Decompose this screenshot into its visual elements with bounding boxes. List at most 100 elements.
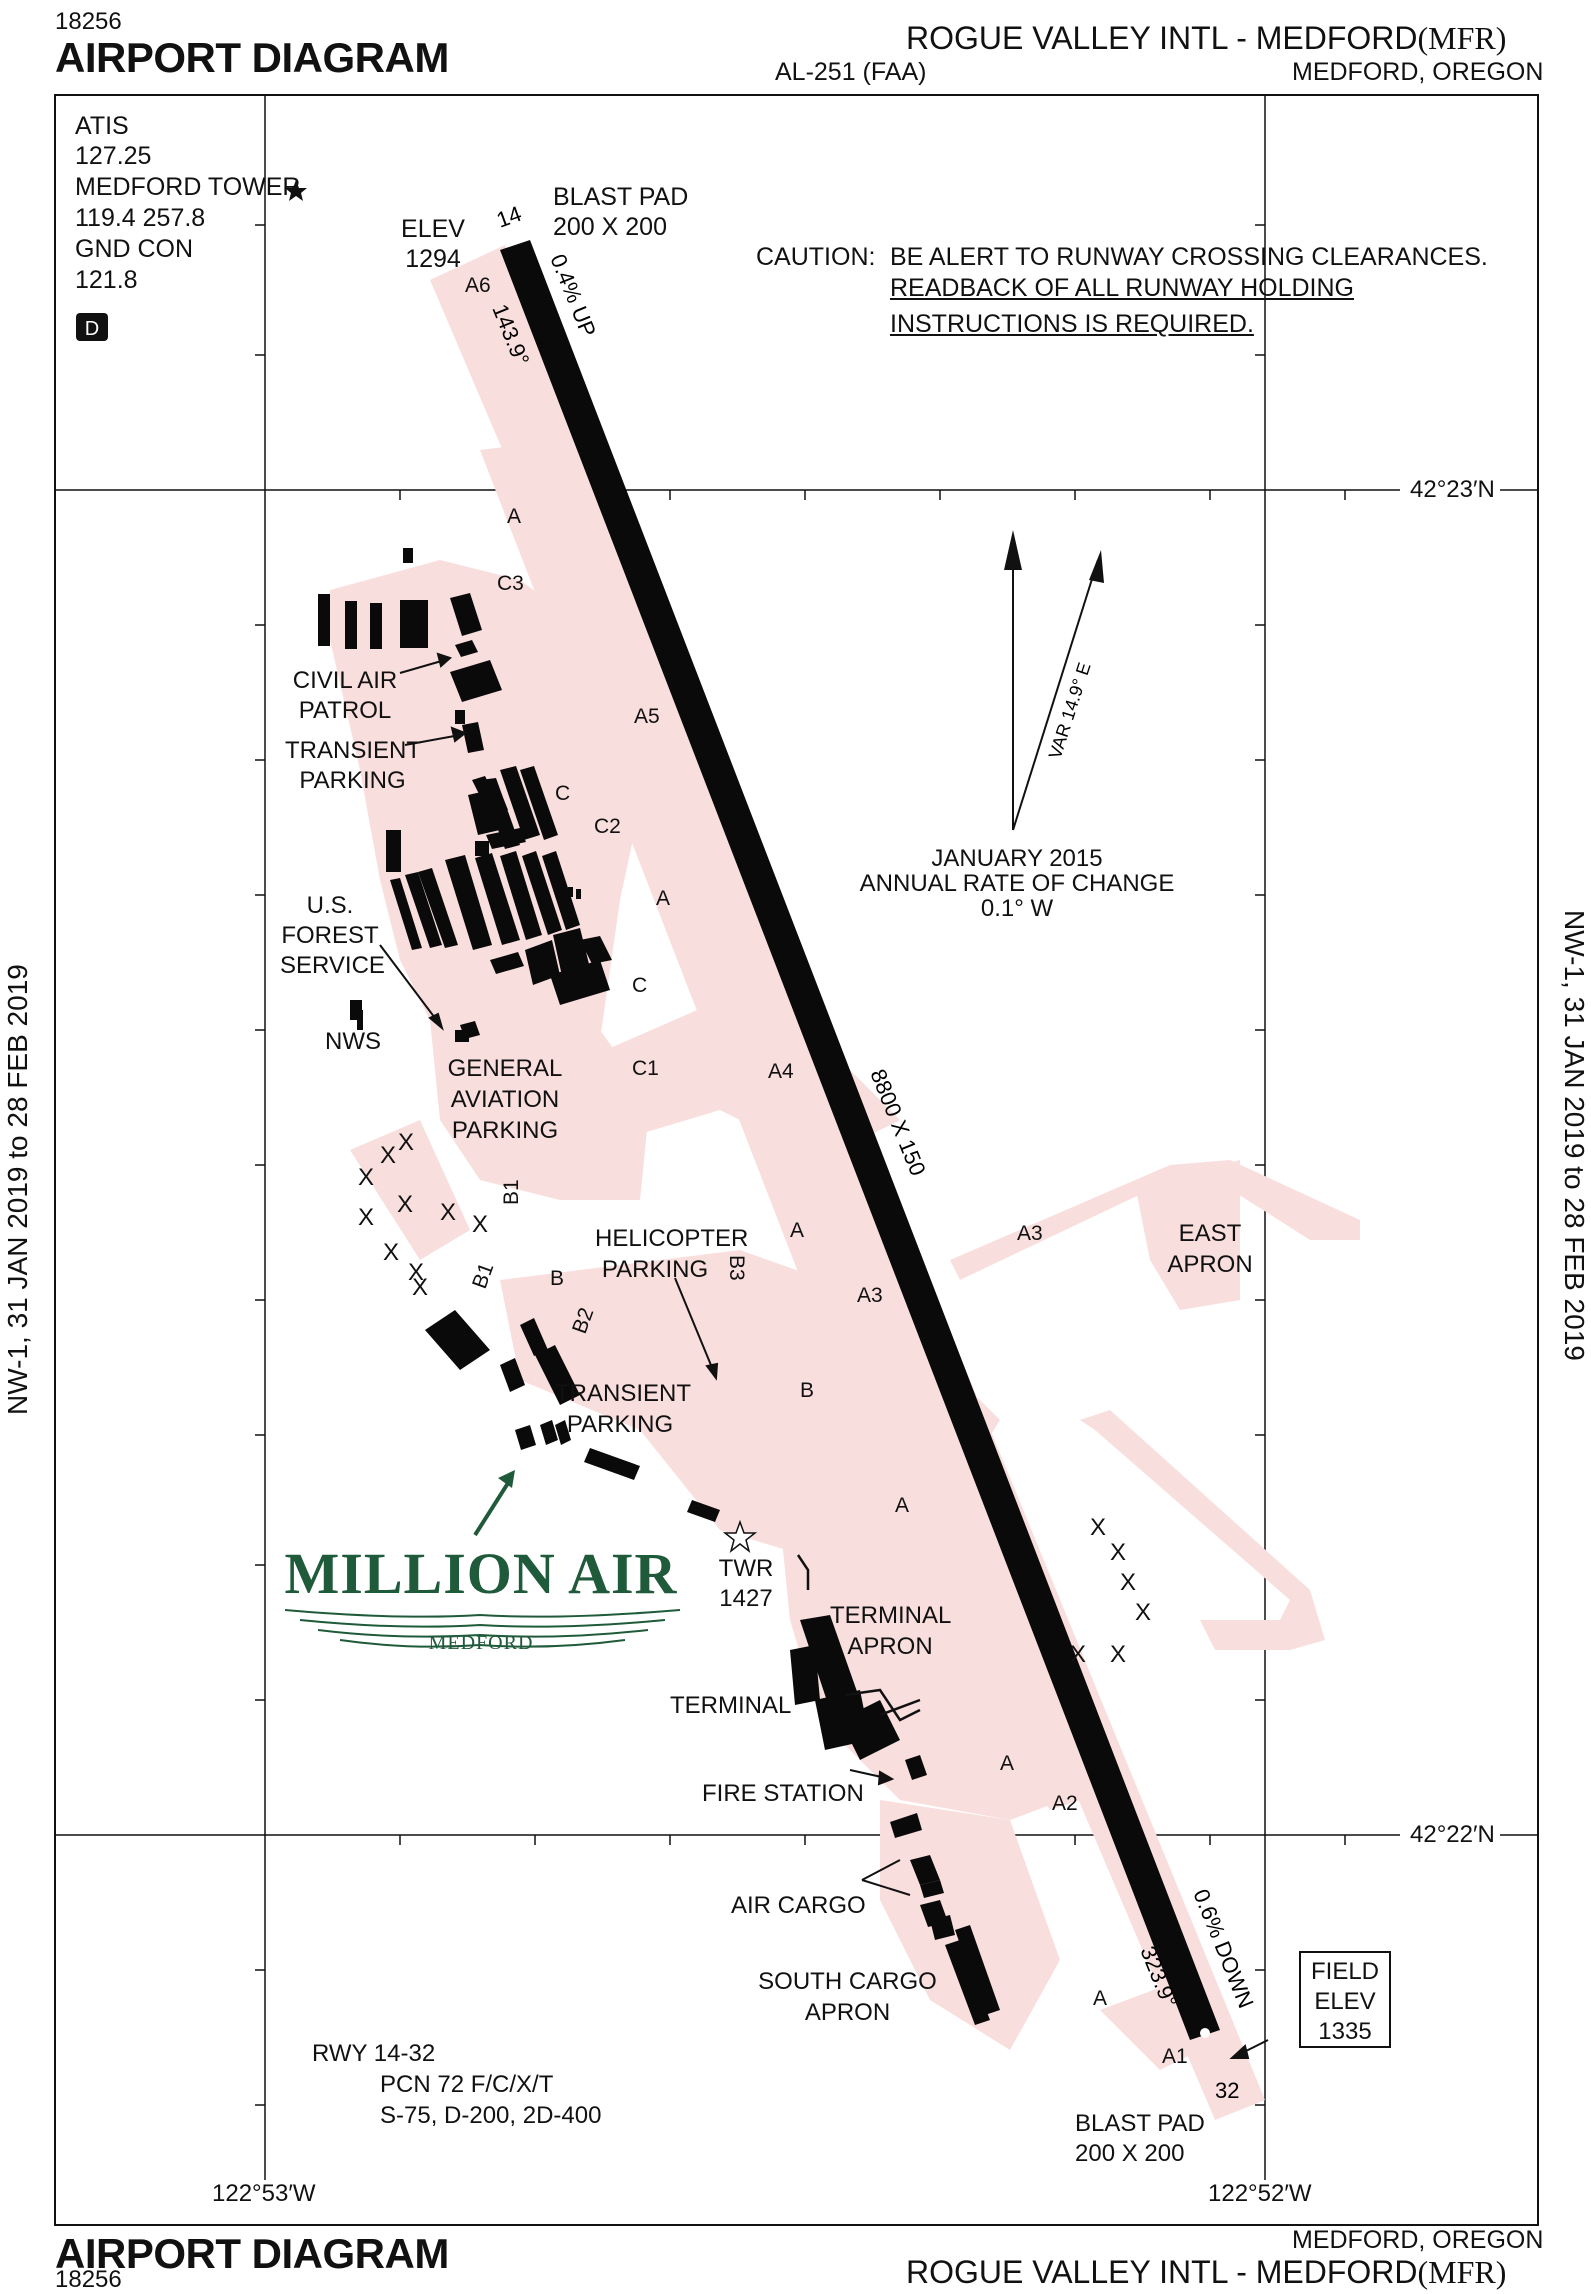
footer-airport-name: ROGUE VALLEY INTL - MEDFORD(MFR) <box>906 2254 1507 2290</box>
fire-station-label: FIRE STATION <box>702 1780 864 1807</box>
runway-strength: S-75, D-200, 2D-400 <box>380 2102 602 2129</box>
tower-star-small <box>285 180 307 201</box>
heli-parking-label-2: PARKING <box>601 1256 709 1283</box>
field-elev-label-1: FIELD <box>1310 1958 1379 1985</box>
tower-label-map: TWR <box>718 1555 774 1582</box>
magnetic-rate-label: ANNUAL RATE OF CHANGE <box>859 870 1175 897</box>
taxiway-label: A5 <box>634 705 660 728</box>
elev-north-label: ELEV <box>401 215 465 243</box>
svg-text:X: X <box>408 1259 424 1286</box>
terminal-apron-label-2: APRON <box>847 1633 933 1660</box>
leader-arrows <box>379 652 1269 2059</box>
nws-label: NWS <box>325 1028 381 1055</box>
svg-text:X: X <box>383 1239 399 1266</box>
terminal-apron-label-1: TERMINAL <box>830 1602 952 1629</box>
taxiway-label: C3 <box>497 572 524 595</box>
forest-service-label-1: U.S. <box>306 892 354 919</box>
caution-line-2: READBACK OF ALL RUNWAY HOLDING <box>890 274 1354 302</box>
svg-text:X: X <box>1110 1641 1126 1668</box>
svg-text:X: X <box>472 1211 488 1238</box>
svg-text:X: X <box>380 1142 396 1169</box>
million-air-logo: MILLION AIR MEDFORD <box>278 1540 684 1660</box>
svg-text:X: X <box>1135 1599 1151 1626</box>
taxiway-label: B1 <box>468 1260 498 1292</box>
svg-text:X: X <box>1120 1569 1136 1596</box>
taxiway-label: C2 <box>594 815 621 838</box>
datalink-badge-label: D <box>85 318 99 340</box>
blast-pad-south-size: 200 X 200 <box>1075 2140 1185 2167</box>
taxiway-label: C <box>555 782 570 805</box>
caution-label: CAUTION: <box>756 243 876 271</box>
taxiway-label: A <box>656 887 670 910</box>
taxiway-label: A3 <box>1017 1222 1043 1245</box>
blast-pad-north-size: 200 X 200 <box>553 213 667 241</box>
footer-city-state: MEDFORD, OREGON <box>1292 2226 1544 2254</box>
transient-parking-label-1: TRANSIENT <box>285 737 422 764</box>
field-elev-box <box>1299 1951 1391 2048</box>
taxiway-label: A2 <box>1052 1792 1078 1815</box>
taxiway-labels: A6 A C3 A5 C C2 A C C1 A4 A A3 A3 B3 B1 … <box>465 274 1188 2068</box>
heli-parking-label-1: HELICOPTER <box>595 1225 749 1252</box>
taxiway-label: C1 <box>632 1057 659 1080</box>
brand-name: MILLION AIR <box>284 1541 678 1606</box>
airport-name: ROGUE VALLEY INTL - MEDFORD(MFR) <box>906 20 1507 56</box>
ga-parking-label-3: PARKING <box>451 1117 559 1144</box>
magnetic-variation: VAR 14.9° E <box>1045 660 1095 761</box>
terminal-outline <box>796 1554 921 1722</box>
atis-label: ATIS <box>75 112 129 140</box>
taxiway-label: A <box>895 1494 909 1517</box>
ga-parking-label-2: AVIATION <box>450 1086 560 1113</box>
grid-ticks <box>255 224 1346 2106</box>
taxiway-label: C <box>632 974 647 997</box>
taxiway-label: A <box>790 1219 804 1242</box>
footer-airport-code: (MFR) <box>1417 2254 1507 2290</box>
east-apron-label-2: APRON <box>1167 1251 1253 1278</box>
svg-text:X: X <box>397 1191 413 1218</box>
north-arrow <box>1004 530 1104 831</box>
blast-pad-south-label: BLAST PAD <box>1075 2110 1205 2137</box>
taxiway-label: A <box>1093 1987 1107 2010</box>
ga-parking-label-1: GENERAL <box>447 1055 563 1082</box>
blast-pad-north-label: BLAST PAD <box>553 183 689 211</box>
field-elev-value: 1335 <box>1318 2018 1372 2045</box>
taxiway-label: A <box>507 505 521 528</box>
taxiway-label: B1 <box>500 1179 523 1205</box>
taxiway-label: A4 <box>768 1060 794 1083</box>
latitude-north: 42°23′N <box>1410 476 1495 503</box>
forest-service-label-3: SERVICE <box>280 952 385 979</box>
taxiway-label: B <box>800 1379 814 1402</box>
longitude-east: 122°52′W <box>1208 2180 1312 2207</box>
runway-end-32: 32 <box>1215 2078 1239 2103</box>
svg-text:X: X <box>358 1164 374 1191</box>
gnd-label: GND CON <box>75 235 194 263</box>
atis-freq: 127.25 <box>75 142 152 170</box>
air-cargo-label: AIR CARGO <box>731 1892 866 1919</box>
tower-freq: 119.4 257.8 <box>75 204 206 232</box>
svg-text:X: X <box>1090 1514 1106 1541</box>
taxiway-label: A <box>1000 1752 1014 1775</box>
diagram-frame <box>54 94 1539 2226</box>
buildings <box>318 548 1000 2025</box>
transient-parking-label-2: PARKING <box>299 767 406 794</box>
brand-location: MEDFORD <box>428 1632 534 1654</box>
magnetic-date: JANUARY 2015 <box>931 845 1103 872</box>
tower-star <box>722 1519 758 1553</box>
taxiway-label: B <box>550 1267 564 1290</box>
field-elev-label-2: ELEV <box>1314 1988 1376 2015</box>
svg-text:X: X <box>440 1199 456 1226</box>
east-apron-label-1: EAST <box>1178 1220 1242 1247</box>
taxiway-label: A1 <box>1162 2045 1188 2068</box>
chart-number: 18256 <box>55 8 122 35</box>
terminal-label: TERMINAL <box>670 1692 792 1719</box>
footer-chart-number: 18256 <box>55 2266 122 2293</box>
chart-title: AIRPORT DIAGRAM <box>55 34 449 81</box>
svg-text:X: X <box>1070 1641 1086 1668</box>
transient-parking2-label-2: PARKING <box>566 1411 674 1438</box>
svg-text:X: X <box>1110 1539 1126 1566</box>
brand-arrow <box>473 1478 512 1537</box>
pavement-areas <box>330 245 1360 2120</box>
runway-14-32 <box>500 240 1220 2040</box>
svg-text:X: X <box>398 1129 414 1156</box>
brand-wings-icon <box>284 1609 681 1648</box>
